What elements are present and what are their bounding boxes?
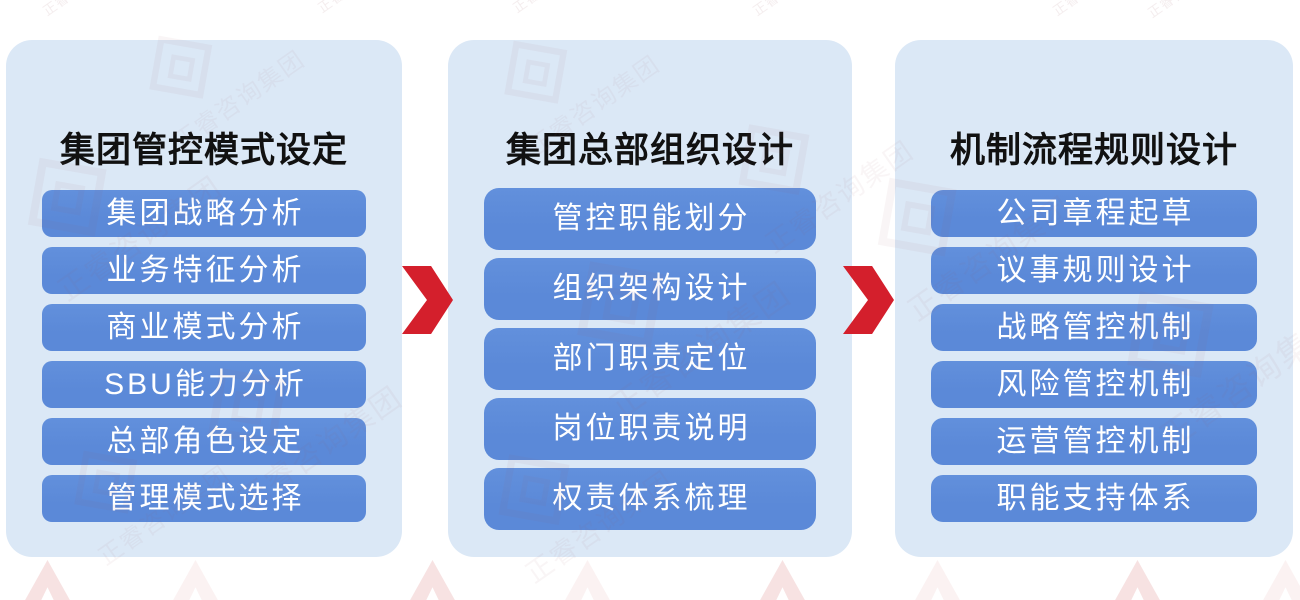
diamond-logo-icon: 正睿咨询集团 [1121,0,1225,22]
chevron-right-icon [402,266,453,334]
diagram-item: 议事规则设计 [931,247,1257,294]
diagram-item: 战略管控机制 [931,304,1257,351]
diagram-item: 权责体系梳理 [484,468,816,530]
diagram-item: 职能支持体系 [931,475,1257,522]
mountain-logo-icon [385,560,480,600]
diagram-item: 管控职能划分 [484,188,816,250]
diagram-item: 业务特征分析 [42,247,366,294]
stage-title: 机制流程规则设计 [949,131,1238,170]
diagram-item: 组织架构设计 [484,258,816,320]
diagram-item: SBU能力分析 [42,361,366,408]
diagram-item: 管理模式选择 [42,475,366,522]
mountain-logo-icon [540,560,635,600]
diagram-item: 风险管控机制 [931,361,1257,408]
stage-item-list: 公司章程起草 议事规则设计 战略管控机制 风险管控机制 运营管控机制 职能支持体… [931,190,1257,522]
diagram-item: 运营管控机制 [931,418,1257,465]
diagram-item: 部门职责定位 [484,328,816,390]
diagram-item: 总部角色设定 [42,418,366,465]
mountain-logo-icon [148,560,243,600]
mountain-logo-icon [890,560,985,600]
diagram-item: 商业模式分析 [42,304,366,351]
stage-title: 集团总部组织设计 [505,131,794,170]
stage-panel-hq-org-design: 集团总部组织设计 管控职能划分 组织架构设计 部门职责定位 岗位职责说明 权责体… [448,40,852,557]
mountain-logo-icon [1238,560,1300,600]
mountain-logo-icon [1090,560,1185,600]
diagram-item: 岗位职责说明 [484,398,816,460]
diamond-logo-icon: 正睿咨询集团 [291,0,395,17]
stage-title: 集团管控模式设定 [59,131,348,170]
diamond-logo-icon: 正睿咨询集团 [1026,0,1130,20]
stage-item-list: 管控职能划分 组织架构设计 部门职责定位 岗位职责说明 权责体系梳理 [484,188,816,530]
stage-panel-mechanism-rules: 机制流程规则设计 公司章程起草 议事规则设计 战略管控机制 风险管控机制 运营管… [895,40,1293,557]
diagram-item: 集团战略分析 [42,190,366,237]
stage-panel-control-model: 集团管控模式设定 集团战略分析 业务特征分析 商业模式分析 SBU能力分析 总部… [6,40,402,557]
mountain-logo-icon [735,560,830,600]
diagram-item: 公司章程起草 [931,190,1257,237]
stage-item-list: 集团战略分析 业务特征分析 商业模式分析 SBU能力分析 总部角色设定 管理模式… [42,190,366,522]
diamond-logo-icon: 正睿咨询集团 [486,0,590,17]
diamond-logo-icon: 正睿咨询集团 [16,0,120,20]
diamond-logo-icon: 正睿咨询集团 [726,0,830,20]
mountain-logo-icon [0,560,95,600]
